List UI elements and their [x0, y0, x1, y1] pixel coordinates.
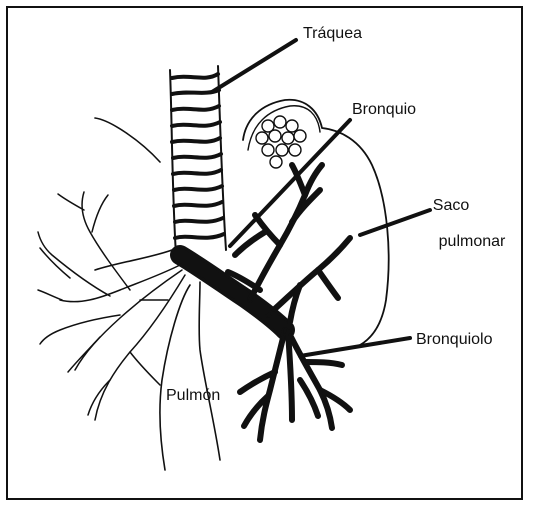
air-sac-leader-line	[360, 210, 430, 235]
lung-label: Pulmón	[166, 387, 220, 404]
trachea-leader-line	[212, 40, 296, 92]
alveoli-cluster	[256, 116, 306, 168]
left-bronchial-tree	[38, 192, 185, 420]
left-lung-outline	[95, 118, 220, 470]
air-sac-label-line2: pulmonar	[439, 233, 506, 250]
bronchiole-label: Bronquiolo	[416, 331, 493, 348]
trachea	[170, 66, 226, 255]
bronchus-label: Bronquio	[352, 101, 416, 118]
air-sac-label-line1: Saco	[433, 197, 470, 214]
trachea-label: Tráquea	[303, 25, 362, 42]
bronchiole-leader-line	[300, 338, 410, 356]
